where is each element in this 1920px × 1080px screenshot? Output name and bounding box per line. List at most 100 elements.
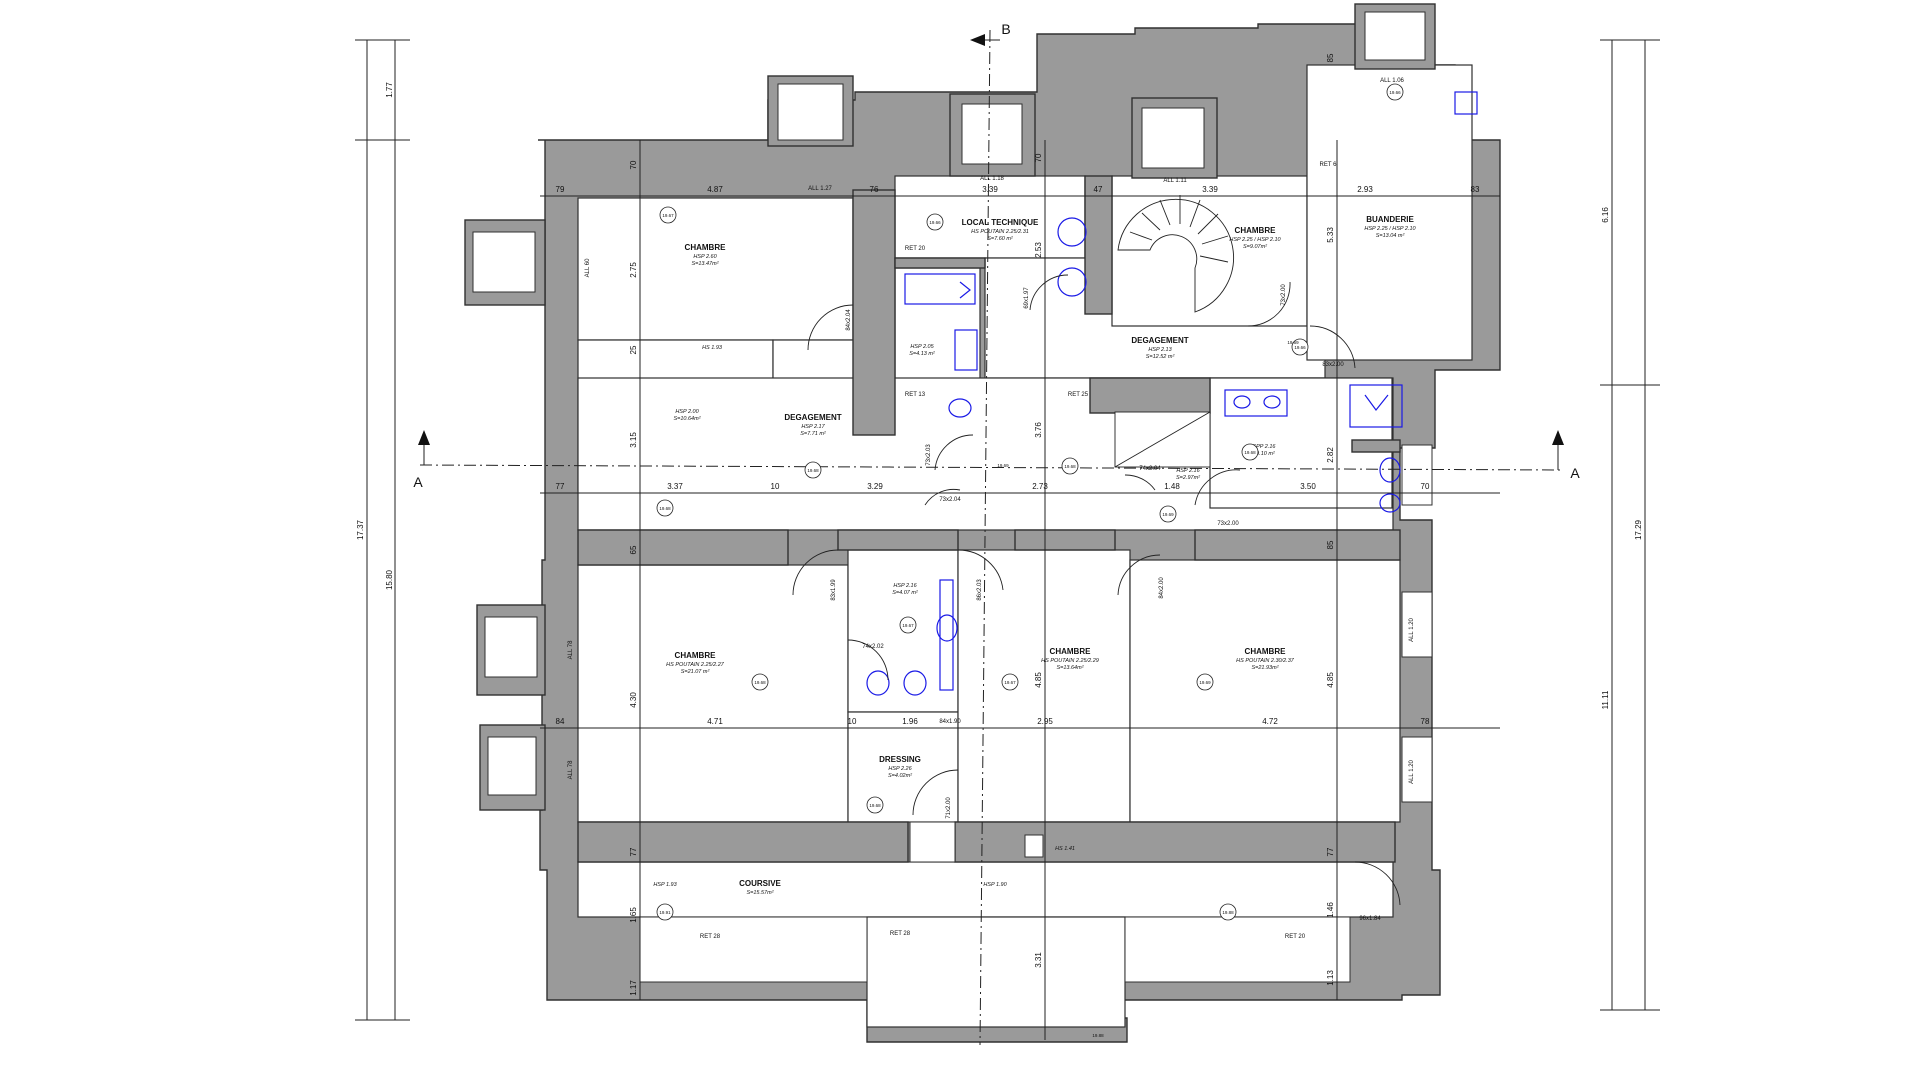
- svg-text:ALL 60: ALL 60: [585, 258, 591, 277]
- svg-text:77: 77: [629, 847, 638, 856]
- svg-text:4.30: 4.30: [629, 692, 638, 708]
- svg-text:70: 70: [1034, 153, 1043, 162]
- wall-stub-7: [1014, 529, 1116, 551]
- room-chambre-se: [1129, 559, 1401, 823]
- svg-text:HSP 2.25 / HSP 2.10: HSP 2.25 / HSP 2.10: [1229, 237, 1281, 243]
- door-swing-14: [1354, 861, 1401, 906]
- svg-text:3.76: 3.76: [1034, 422, 1043, 438]
- label-chambre-n: CHAMBRE HSP 2.25 / HSP 2.10 S=9.07m²: [1229, 226, 1281, 250]
- svg-text:COURSIVE: COURSIVE: [739, 879, 781, 888]
- svg-text:2.95: 2.95: [1037, 717, 1053, 726]
- svg-text:S=9.10 m²: S=9.10 m²: [1249, 451, 1275, 457]
- svg-text:77: 77: [556, 482, 565, 491]
- svg-text:BUANDERIE: BUANDERIE: [1366, 215, 1414, 224]
- level-marker: 19.66: [926, 213, 944, 231]
- svg-text:19.68: 19.68: [807, 468, 819, 473]
- door-swing-6: [924, 488, 961, 506]
- svg-text:HSP 2.16: HSP 2.16: [1176, 468, 1200, 474]
- svg-text:5.33: 5.33: [1326, 227, 1335, 243]
- level-marker: 19.67: [659, 206, 677, 224]
- window-e2: [1401, 736, 1433, 803]
- dormer-n1-inner: [777, 83, 844, 141]
- wall-stub-3: [1084, 175, 1113, 315]
- shower-e-drain: [1364, 394, 1389, 411]
- svg-text:3.39: 3.39: [1202, 185, 1218, 194]
- svg-text:RET 25: RET 25: [1068, 392, 1089, 398]
- toilet-w: [948, 398, 972, 418]
- section-a-left: A: [413, 474, 423, 490]
- svg-text:79: 79: [556, 185, 565, 194]
- svg-text:19.67: 19.67: [662, 213, 674, 218]
- svg-text:10: 10: [771, 482, 780, 491]
- door-swing-2: [1029, 274, 1069, 311]
- level-marker: 19.66: [1291, 338, 1309, 356]
- wall-stub-9: [577, 821, 909, 863]
- svg-text:4.72: 4.72: [1262, 717, 1278, 726]
- svg-text:1.65: 1.65: [629, 907, 638, 923]
- stair-tread-3: [1159, 199, 1171, 226]
- svg-text:19.68: 19.68: [869, 803, 881, 808]
- svg-text:3.31: 3.31: [1034, 952, 1043, 968]
- svg-text:4.85: 4.85: [1326, 672, 1335, 688]
- svg-text:DEGAGEMENT: DEGAGEMENT: [1131, 336, 1188, 345]
- label-coursive: COURSIVE S=15.57m² HSP 1.93: [653, 879, 781, 896]
- svg-text:1.46: 1.46: [1326, 902, 1335, 918]
- svg-text:73x2.04: 73x2.04: [939, 497, 961, 503]
- stair-tread-1: [1129, 231, 1153, 241]
- svg-text:19.69: 19.69: [1162, 512, 1174, 517]
- window-e3: [1401, 444, 1433, 506]
- svg-text:CHAMBRE: CHAMBRE: [685, 243, 727, 252]
- room-buanderie: [1306, 64, 1473, 361]
- svg-text:HSPP 2.16: HSPP 2.16: [1248, 444, 1276, 450]
- toilet-e1: [1379, 457, 1401, 483]
- svg-text:19.67: 19.67: [1004, 680, 1016, 685]
- svg-text:84x1.90: 84x1.90: [939, 719, 961, 725]
- stair-tread-5: [1189, 199, 1201, 228]
- svg-text:3.39: 3.39: [982, 185, 998, 194]
- svg-text:19.91: 19.91: [659, 910, 671, 915]
- svg-text:17.37: 17.37: [356, 519, 365, 540]
- svg-text:S=9.07m²: S=9.07m²: [1243, 244, 1267, 250]
- level-marker: 19.66: [1386, 83, 1404, 101]
- svg-text:HSP 2.13: HSP 2.13: [1148, 347, 1172, 353]
- svg-text:HS POUTAIN 2.30/2.37: HS POUTAIN 2.30/2.37: [1236, 658, 1295, 664]
- arrow-a-right: [1552, 430, 1564, 445]
- door-swing-7: [1124, 474, 1156, 491]
- svg-text:CHAMBRE: CHAMBRE: [1050, 647, 1092, 656]
- svg-text:HS 1.41: HS 1.41: [1055, 846, 1075, 852]
- interior-walls: [577, 175, 1401, 863]
- stair-tread-2: [1141, 212, 1161, 231]
- fixtures: [866, 91, 1478, 696]
- level-markers: 19.67 19.66 19.66 19.66 19.68 19.68 19.6…: [656, 83, 1404, 1038]
- label-local-technique: LOCAL TECHNIQUE HS POUTAIN 2.25/2.31 S=7…: [962, 218, 1039, 242]
- svg-text:RET 13: RET 13: [905, 392, 926, 398]
- door-swing-8: [1194, 469, 1241, 506]
- svg-text:1.77: 1.77: [385, 82, 394, 98]
- svg-text:S=13.04 m²: S=13.04 m²: [1376, 233, 1405, 239]
- svg-text:3.29: 3.29: [867, 482, 883, 491]
- svg-text:HSP 1.90: HSP 1.90: [983, 882, 1007, 888]
- svg-text:77: 77: [1326, 847, 1335, 856]
- svg-text:2.75: 2.75: [629, 262, 638, 278]
- svg-text:19.69: 19.69: [997, 463, 1009, 468]
- svg-text:73x2.03: 73x2.03: [926, 444, 932, 466]
- sink-c1: [1233, 395, 1251, 409]
- svg-text:1.48: 1.48: [1164, 482, 1180, 491]
- svg-text:DEGAGEMENT: DEGAGEMENT: [784, 413, 841, 422]
- svg-text:RET 28: RET 28: [890, 931, 911, 937]
- axis-a: [419, 464, 1561, 471]
- svg-text:S=4.02m²: S=4.02m²: [888, 773, 912, 779]
- dormer-w3-inner: [487, 736, 537, 796]
- room-coursive: [577, 861, 1394, 918]
- svg-text:ALL 78: ALL 78: [568, 760, 574, 779]
- wall-stub-5: [577, 529, 789, 566]
- level-marker: 19.68: [804, 461, 822, 479]
- level-marker: 19.69: [997, 463, 1009, 468]
- svg-text:LOCAL TECHNIQUE: LOCAL TECHNIQUE: [962, 218, 1039, 227]
- label-dressing: DRESSING HSP 2.26 S=4.02m²: [879, 755, 921, 779]
- level-marker: 19.69: [1159, 505, 1177, 523]
- svg-text:1.17: 1.17: [629, 980, 638, 996]
- dormer-n2-inner: [961, 103, 1023, 165]
- svg-text:85: 85: [1326, 53, 1335, 62]
- svg-text:S=4.13 m²: S=4.13 m²: [909, 351, 935, 357]
